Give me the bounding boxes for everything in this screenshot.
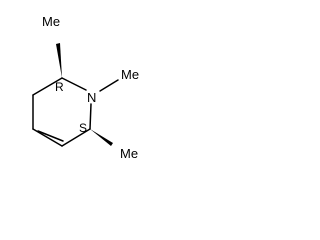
- methyl-n-label: Me: [121, 67, 139, 82]
- structure-canvas: Me Me N R S Me: [0, 0, 173, 185]
- nitrogen-label: N: [87, 90, 96, 105]
- bond-c4-c5: [32, 128, 63, 147]
- bonds: [32, 77, 119, 147]
- wedge-bond-bottom: [90, 129, 113, 146]
- bond-c4-c5-double: [37, 130, 64, 142]
- stereo-descriptor-r: R: [55, 80, 64, 94]
- bond-c5-c6: [61, 128, 91, 147]
- molecule-structure: Me Me N R S Me: [32, 14, 139, 161]
- bond-n-methyl: [99, 79, 119, 92]
- bond-c2-n: [61, 77, 87, 91]
- wedge-bond-top: [56, 43, 62, 78]
- methyl-top-label: Me: [42, 14, 60, 29]
- methyl-bottom-label: Me: [120, 146, 138, 161]
- bond-c2-c3: [32, 77, 63, 96]
- stereo-descriptor-s: S: [79, 121, 87, 135]
- bond-c6-n: [89, 103, 92, 130]
